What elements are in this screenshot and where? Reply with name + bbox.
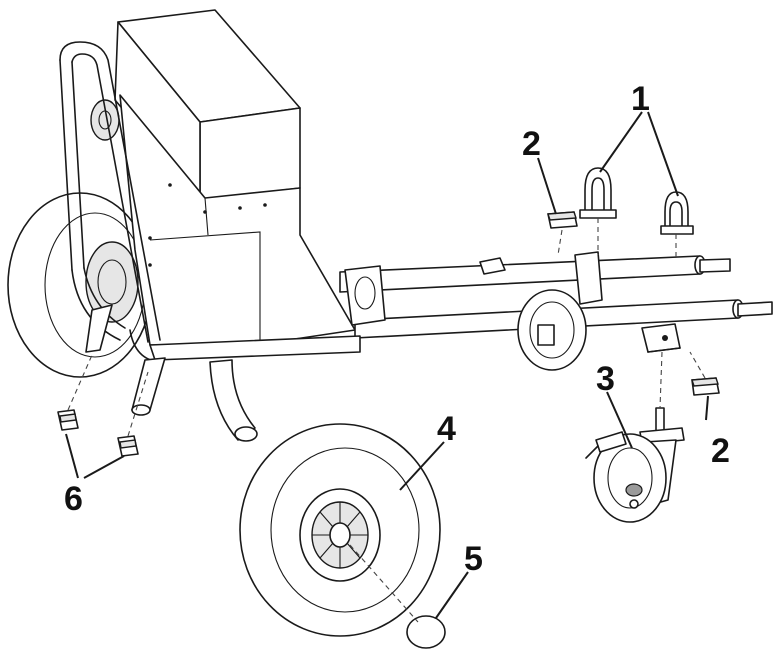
- callout-4: 4: [437, 410, 456, 448]
- part-5-hub-cap: [349, 544, 446, 649]
- callout-labels: 1 2 2 3 4 5 6: [64, 80, 730, 578]
- rear-left-wheel-mounted: [7, 192, 153, 378]
- assembly-guide-lines: [557, 218, 706, 409]
- leader-lines: [65, 111, 709, 619]
- callout-2-bottom: 2: [711, 432, 730, 470]
- callout-5: 5: [464, 540, 483, 578]
- part-1-u-bolts: [579, 167, 694, 235]
- caster-brackets: [479, 257, 681, 353]
- mounted-caster: [517, 251, 603, 371]
- callout-3: 3: [596, 360, 615, 398]
- callout-2-top: 2: [522, 125, 541, 163]
- handle-frame: [59, 41, 161, 343]
- part-4-large-wheel: [239, 423, 441, 637]
- motor-housing: [90, 9, 356, 346]
- callout-1: 1: [631, 80, 650, 118]
- part-3-swivel-caster: [585, 407, 685, 523]
- part-2-pads: [547, 211, 720, 396]
- callout-6: 6: [64, 480, 83, 518]
- part-6-nuts: [57, 354, 149, 457]
